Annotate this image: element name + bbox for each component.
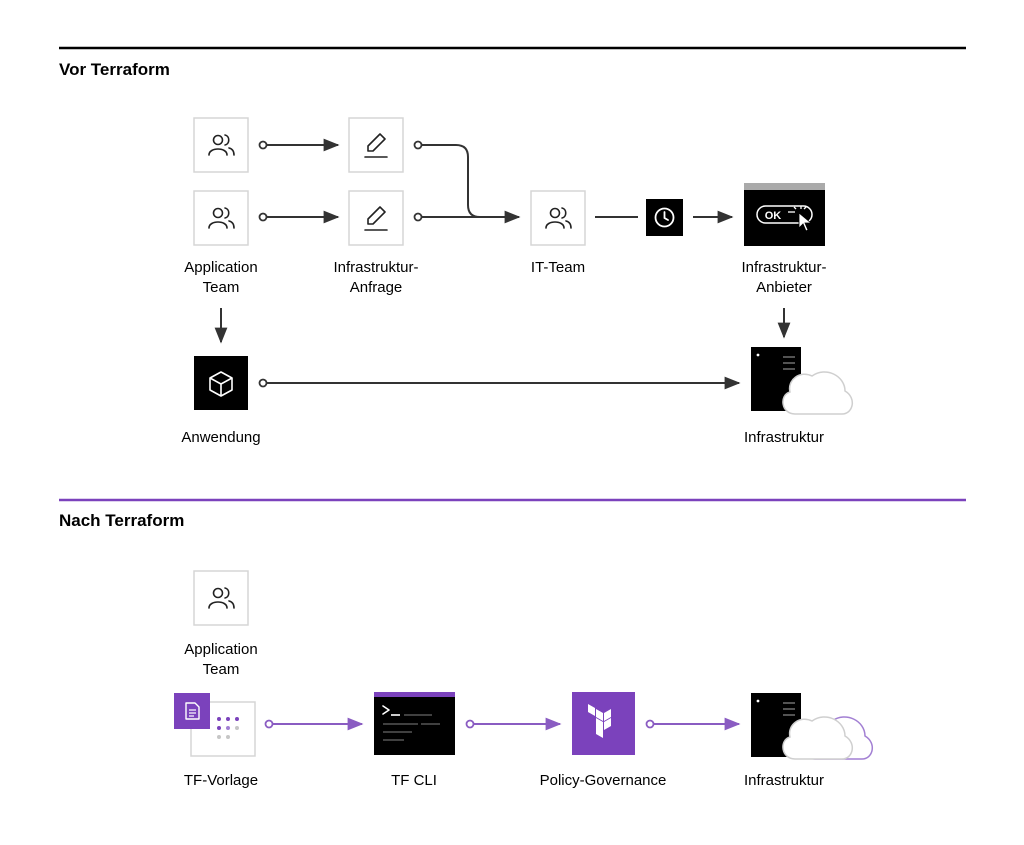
cube-icon <box>209 371 233 397</box>
connector-app-to-request-2 <box>258 210 340 224</box>
policy-label: Policy-Governance <box>540 772 667 789</box>
clock-icon <box>654 207 675 228</box>
ok-button-cursor-icon: OK <box>756 205 813 232</box>
connector-cli-to-policy <box>465 717 562 731</box>
application-box <box>194 356 248 410</box>
infrastructure-box-after <box>750 692 873 760</box>
infrastructure-box-before <box>750 346 853 415</box>
dots-grid-icon <box>217 717 239 739</box>
server-cloud-icon <box>750 346 853 415</box>
server-cloud-icon <box>750 692 873 760</box>
app-team-after-label-line2: Team <box>203 661 240 678</box>
it-team-label: IT-Team <box>531 259 585 276</box>
tf-cli-box <box>374 692 455 755</box>
infrastructure-label-after: Infrastruktur <box>744 772 824 789</box>
infrastructure-label-before: Infrastruktur <box>744 429 824 446</box>
app-team-box-1 <box>193 117 249 173</box>
ok-button-text: OK <box>765 210 782 222</box>
clock-box <box>646 199 683 236</box>
policy-box <box>572 692 635 755</box>
connector-app-to-request-1 <box>258 138 340 152</box>
provider-label-line2: Anbieter <box>756 279 812 296</box>
provider-label-line1: Infrastruktur- <box>741 259 826 276</box>
request-box-2 <box>348 190 404 246</box>
connector-policy-to-infra <box>645 717 741 731</box>
connector-application-to-infra <box>258 376 741 390</box>
connector-request-to-it-2 <box>413 210 521 224</box>
tf-template-box <box>174 693 256 757</box>
section-title-after: Nach Terraform <box>59 511 184 530</box>
app-team-box-2 <box>193 190 249 246</box>
request-label-line1: Infrastruktur- <box>333 259 418 276</box>
document-icon <box>185 702 200 720</box>
app-team-label-line2: Team <box>203 279 240 296</box>
request-box-1 <box>348 117 404 173</box>
app-team-box-after <box>193 570 249 626</box>
application-label: Anwendung <box>181 429 260 446</box>
tf-cli-label: TF CLI <box>391 772 437 789</box>
terraform-logo-icon <box>588 704 611 738</box>
app-team-label-line1: Application <box>184 259 257 276</box>
request-label-line2: Anfrage <box>350 279 403 296</box>
app-team-after-label-line1: Application <box>184 641 257 658</box>
terminal-icon <box>382 705 440 741</box>
it-team-box <box>530 190 586 246</box>
tf-template-label: TF-Vorlage <box>184 772 258 789</box>
section-title-before: Vor Terraform <box>59 60 170 79</box>
provider-box: OK <box>744 183 825 246</box>
connector-template-to-cli <box>264 717 364 731</box>
connector-request-to-it-1 <box>413 140 481 218</box>
